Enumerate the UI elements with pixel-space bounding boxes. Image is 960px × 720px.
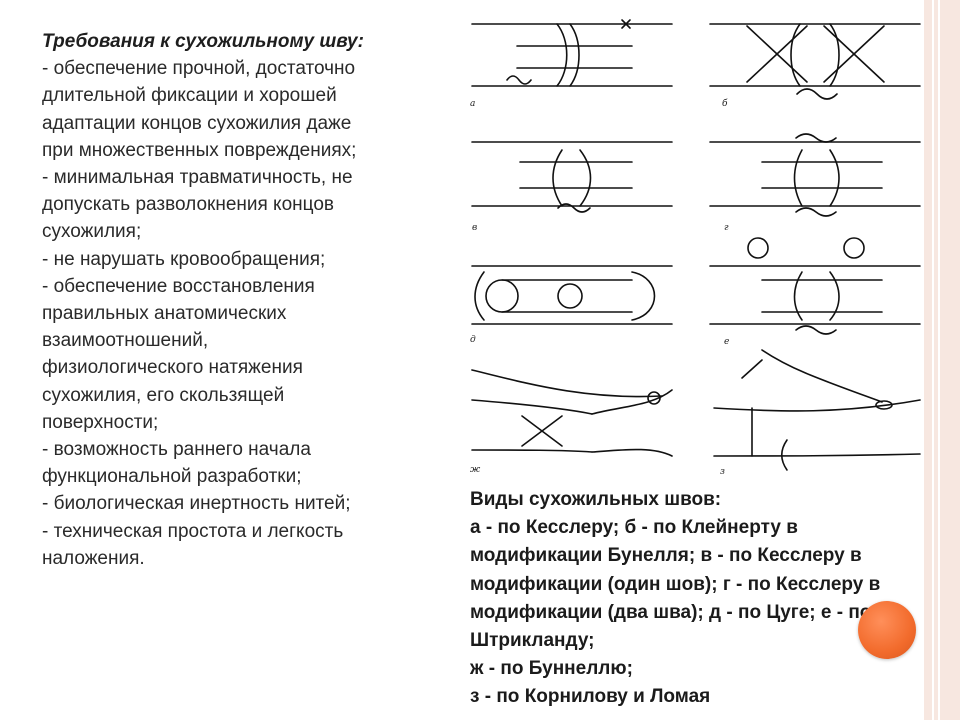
requirements-line: адаптации концов сухожилия даже — [42, 112, 352, 134]
requirements-line: - техническая простота и легкость — [42, 520, 344, 542]
requirements-line: взаимоотношений, — [42, 330, 209, 352]
requirements-text-block: Требования к сухожильному шву: - обеспеч… — [42, 28, 432, 572]
caption-line: з - по Корнилову и Ломая — [470, 686, 711, 708]
suture-panel-a — [471, 19, 673, 87]
requirements-line: сухожилия, его скользящей — [42, 384, 285, 406]
suture-panel-zh — [471, 369, 673, 457]
suture-panel-e — [709, 237, 921, 335]
suture-panel-v — [471, 141, 673, 213]
requirements-line: - обеспечение прочной, достаточно — [42, 58, 356, 80]
caption-line: модификации (два шва); д - по Цуге; е - … — [470, 601, 872, 623]
panel-letter: ж — [470, 465, 481, 475]
requirements-title: Требования к сухожильному шву: — [42, 31, 364, 52]
panel-letter: д — [470, 335, 476, 345]
panel-letter: е — [724, 337, 729, 347]
panel-letter: з — [720, 467, 725, 477]
caption-line: модификации Бунелля; в - по Кесслеру в — [470, 545, 862, 567]
requirements-line: функциональной разработки; — [42, 466, 302, 488]
suture-panel-z — [713, 349, 921, 471]
caption-line: а - по Кесслеру; б - по Клейнерту в — [470, 517, 798, 539]
panel-letter: а — [470, 99, 475, 109]
figure-caption: Виды сухожильных швов: а - по Кесслеру; … — [470, 486, 932, 712]
requirements-line: сухожилия; — [42, 221, 142, 243]
requirements-line: - возможность раннего начала — [42, 439, 311, 461]
caption-line: Виды сухожильных швов: — [470, 489, 722, 510]
requirements-line: допускать разволокнения концов — [42, 194, 334, 216]
requirements-line: наложения. — [42, 547, 145, 569]
requirements-line: - биологическая инертность нитей; — [42, 493, 351, 515]
tendon-suture-figure: а б — [462, 10, 932, 480]
requirements-line: - не нарушать кровообращения; — [42, 248, 326, 270]
requirements-line: длительной фиксации и хорошей — [42, 85, 337, 107]
panel-letter: б — [722, 98, 728, 109]
caption-line: ж - по Буннеллю; — [470, 658, 633, 680]
requirements-line: - обеспечение восстановления — [42, 275, 315, 297]
panel-letter: г — [724, 223, 729, 233]
requirements-line: - минимальная травматичность, не — [42, 167, 353, 189]
slide-right-border — [924, 0, 960, 720]
caption-line: модификации (один шов); г - по Кесслеру … — [470, 573, 881, 595]
requirements-line: правильных анатомических — [42, 303, 287, 325]
suture-panel-d — [471, 265, 673, 325]
suture-panel-g — [709, 133, 921, 217]
panel-letter: в — [472, 223, 477, 233]
requirements-line: физиологического натяжения — [42, 357, 303, 379]
decorative-orange-circle — [858, 601, 916, 659]
caption-line: Штрикланду; — [470, 630, 595, 652]
requirements-line: при множественных повреждениях; — [42, 139, 357, 161]
requirements-line: поверхности; — [42, 411, 159, 433]
suture-panel-b — [709, 23, 921, 100]
